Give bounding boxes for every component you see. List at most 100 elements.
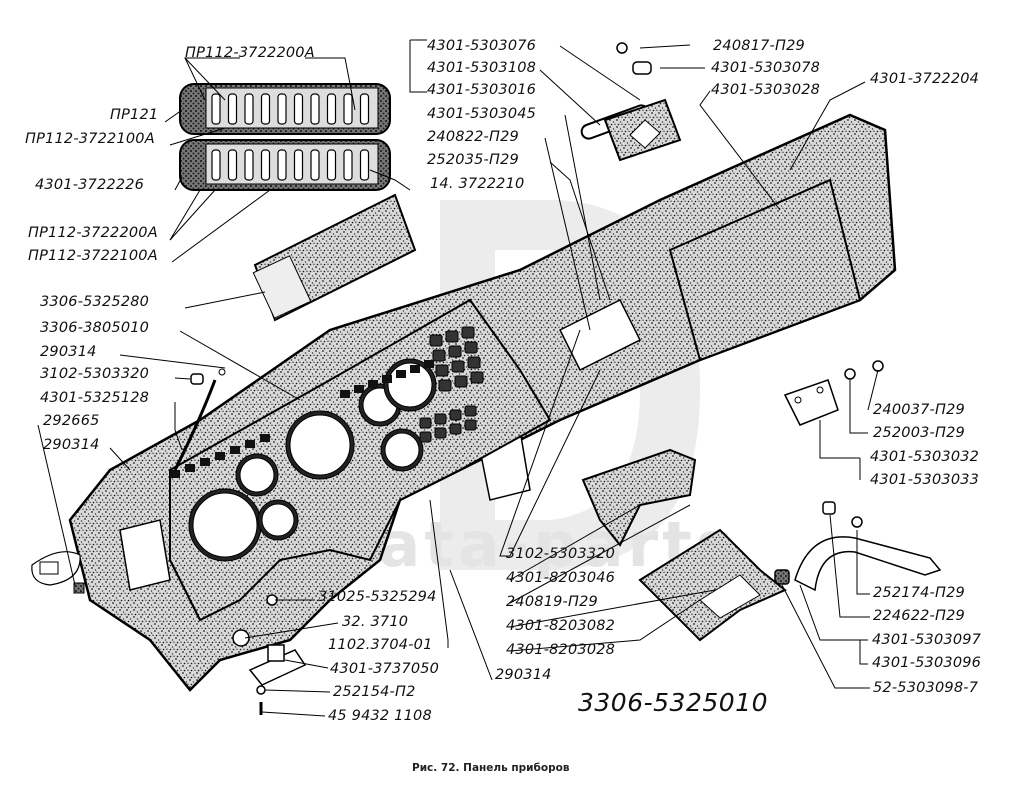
- leader-line: [509, 589, 716, 628]
- fuse: [211, 149, 221, 181]
- label-clip-292665: 292665: [43, 413, 100, 429]
- fuse: [227, 149, 238, 181]
- leader-line: [819, 420, 860, 459]
- label-lock-5303045: 4301-5303045: [427, 106, 537, 122]
- switch-button: [470, 371, 484, 384]
- label-switch-3710: 32. 3710: [342, 614, 409, 630]
- label-fuse-200a-bottom: ПР112-3722200А: [28, 225, 158, 241]
- gauge-face: [261, 503, 295, 537]
- fuse: [227, 93, 238, 125]
- leader-line: [549, 161, 611, 301]
- label-shroud-8203046: 4301-8203046: [506, 570, 616, 586]
- label-washer-252154: 252154-П2: [333, 684, 416, 700]
- warning-lamp: [354, 385, 364, 393]
- label-switch-3704: 1102.3704-01: [328, 637, 433, 653]
- label-bracket-3722204: 4301-3722204: [870, 71, 980, 87]
- fuse: [244, 93, 254, 125]
- switch-button: [464, 405, 477, 417]
- label-lamp-3737050: 4301-3737050: [330, 661, 440, 677]
- label-hinge-5303033: 4301-5303033: [870, 472, 980, 488]
- fuse: [244, 149, 254, 181]
- leader-line: [119, 354, 226, 369]
- leader-line: [509, 504, 641, 581]
- leader-line: [37, 424, 76, 586]
- gauge-group: [188, 358, 437, 562]
- fuse: [293, 149, 304, 181]
- fuse: [277, 149, 287, 181]
- gauge-face: [239, 457, 275, 493]
- leader-line: [171, 189, 271, 263]
- leader-line: [539, 69, 601, 126]
- leader-line: [169, 189, 216, 241]
- label-nut-5303320-b: 3102-5303320: [506, 546, 616, 562]
- label-plate-5303078: 4301-5303078: [711, 60, 821, 76]
- label-nut-5303320-a: 3102-5303320: [40, 366, 150, 382]
- leader-line: [284, 659, 329, 669]
- switch-button: [438, 379, 452, 392]
- switch-button: [448, 345, 462, 358]
- label-screw-240819: 240819-П29: [506, 594, 598, 610]
- label-strap-5303097: 4301-5303097: [872, 632, 982, 648]
- leader-line: [184, 291, 266, 309]
- label-fuse-holder: ПР121: [110, 107, 159, 123]
- leader-line: [509, 504, 691, 604]
- leader-line: [261, 711, 326, 717]
- warning-lamp: [382, 375, 392, 383]
- leader-line: [169, 127, 226, 146]
- nut-clip: [173, 368, 226, 471]
- warning-lamp: [215, 452, 225, 460]
- label-screw-290314-b: 290314: [43, 437, 100, 453]
- switch-button: [454, 375, 468, 388]
- label-plug-5325294: 31025-5325294: [318, 589, 437, 605]
- leader-line: [789, 81, 866, 171]
- leader-line: [799, 584, 868, 641]
- leader-line: [867, 369, 879, 411]
- label-pad-5325128: 4301-5325128: [40, 390, 150, 406]
- label-lock-5303076: 4301-5303076: [427, 38, 537, 54]
- gauge-face: [289, 414, 351, 476]
- label-handle-8203082: 4301-8203082: [506, 618, 616, 634]
- leader-line: [509, 369, 601, 557]
- leader-line: [509, 599, 701, 652]
- leader-line: [781, 584, 870, 689]
- figure-caption: Рис. 72. Панель приборов: [412, 762, 570, 774]
- leader-line: [449, 569, 493, 681]
- fuse: [310, 149, 320, 181]
- leader-line: [369, 169, 411, 191]
- warning-lamp: [340, 390, 350, 398]
- warning-lamp: [424, 360, 434, 368]
- switch-button: [434, 413, 447, 425]
- warning-lamp: [245, 440, 255, 448]
- label-washer-252035: 252035-П29: [427, 152, 519, 168]
- label-hinge-screw-240037: 240037-П29: [873, 402, 965, 418]
- fuse-row: [211, 93, 370, 181]
- label-lock-5303016: 4301-5303016: [427, 82, 537, 98]
- leader-line: [639, 44, 691, 49]
- warning-lamp: [396, 370, 406, 378]
- label-strap-5303096: 4301-5303096: [872, 655, 982, 671]
- label-screw-290314-c: 290314: [495, 667, 552, 683]
- leader-line: [859, 640, 868, 665]
- leader-line: [699, 90, 781, 211]
- switch-grid: [170, 326, 484, 478]
- label-cluster: 3306-3805010: [40, 320, 150, 336]
- label-washer-252174: 252174-П29: [873, 585, 965, 601]
- switch-button: [449, 409, 462, 421]
- switch-button: [419, 431, 432, 443]
- label-screw-290314-a: 290314: [40, 344, 97, 360]
- gauge-face: [384, 432, 420, 468]
- label-bumper-5303098: 52-5303098-7: [873, 680, 979, 696]
- assembly-number: 3306-5325010: [578, 688, 768, 717]
- label-lock-5303108: 4301-5303108: [427, 60, 537, 76]
- leader-line: [429, 499, 449, 648]
- warning-lamp: [410, 365, 420, 373]
- switch-button: [461, 326, 475, 339]
- leader-line: [174, 377, 191, 380]
- leader-line: [244, 622, 339, 639]
- warning-lamp: [368, 380, 378, 388]
- switch-button: [467, 356, 481, 369]
- leader-line: [544, 137, 591, 331]
- leader-line: [849, 380, 868, 434]
- fuse: [211, 93, 221, 125]
